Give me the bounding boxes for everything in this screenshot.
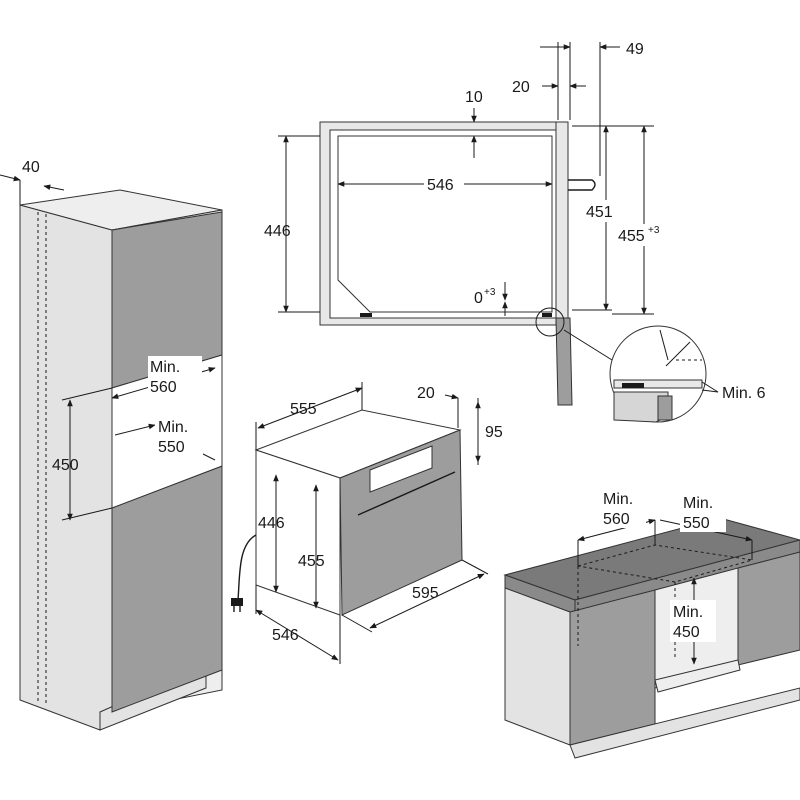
label-560: 560 xyxy=(150,379,177,396)
dim-section-10: 10 xyxy=(465,89,483,158)
label-min-450: Min. xyxy=(673,604,703,621)
label-40: 40 xyxy=(22,159,40,176)
label-455-sup: +3 xyxy=(648,225,660,236)
dim-column-450: 450 xyxy=(52,387,113,521)
tall-column-cabinet xyxy=(19,189,223,731)
label-446-section: 446 xyxy=(264,223,291,240)
label-446-oven: 446 xyxy=(258,515,285,532)
dim-oven-555: 555 xyxy=(255,382,363,450)
label-min-550-b: Min. xyxy=(683,495,713,512)
detail-magnifier: Min. 6 xyxy=(609,325,766,423)
dim-section-451-455: 451 455 +3 xyxy=(572,125,670,315)
dim-oven-595: 595 xyxy=(341,559,489,633)
lower-door xyxy=(111,465,223,713)
label-546-oven: 546 xyxy=(272,627,299,644)
dim-oven-546: 546 xyxy=(255,585,341,664)
label-595: 595 xyxy=(412,585,439,602)
label-555: 555 xyxy=(290,401,317,418)
label-450: 450 xyxy=(52,457,79,474)
dim-counter-450: Min. 450 xyxy=(670,577,716,665)
cross-section xyxy=(319,121,613,406)
plug-icon xyxy=(231,598,243,612)
dim-section-446: 446 xyxy=(264,135,320,313)
label-min-560-a: Min. xyxy=(150,359,180,376)
dim-oven-heights: 446 455 xyxy=(258,474,325,609)
label-0: 0 xyxy=(474,290,483,307)
base-cabinet xyxy=(503,517,800,759)
dim-counter-min: Min. 560 Min. 550 xyxy=(577,488,753,566)
label-min-550-a: Min. xyxy=(158,419,188,436)
label-20-oven: 20 xyxy=(417,385,435,402)
label-450-counter: 450 xyxy=(673,624,700,641)
label-min-6: Min. 6 xyxy=(722,385,766,402)
label-455-section: 455 xyxy=(618,228,645,245)
label-10: 10 xyxy=(465,89,483,106)
label-550: 550 xyxy=(158,439,185,456)
label-min-560-b: Min. xyxy=(603,491,633,508)
dim-column-min: Min. 560 Min. 550 xyxy=(111,356,216,461)
dim-section-20-49: 49 20 xyxy=(512,41,644,176)
label-49: 49 xyxy=(626,41,644,58)
label-451: 451 xyxy=(586,204,613,221)
dim-section-546: 546 xyxy=(337,172,553,194)
label-0-sup: +3 xyxy=(484,287,496,298)
dim-column-40: 40 xyxy=(0,159,65,205)
label-455-oven: 455 xyxy=(298,553,325,570)
label-20-section: 20 xyxy=(512,79,530,96)
label-550-counter: 550 xyxy=(683,515,710,532)
label-546-section: 546 xyxy=(427,177,454,194)
label-95: 95 xyxy=(485,424,503,441)
label-560-counter: 560 xyxy=(603,511,630,528)
dim-section-0-3: 0 +3 xyxy=(474,282,508,316)
dim-oven-20-95: 20 95 xyxy=(417,385,503,465)
